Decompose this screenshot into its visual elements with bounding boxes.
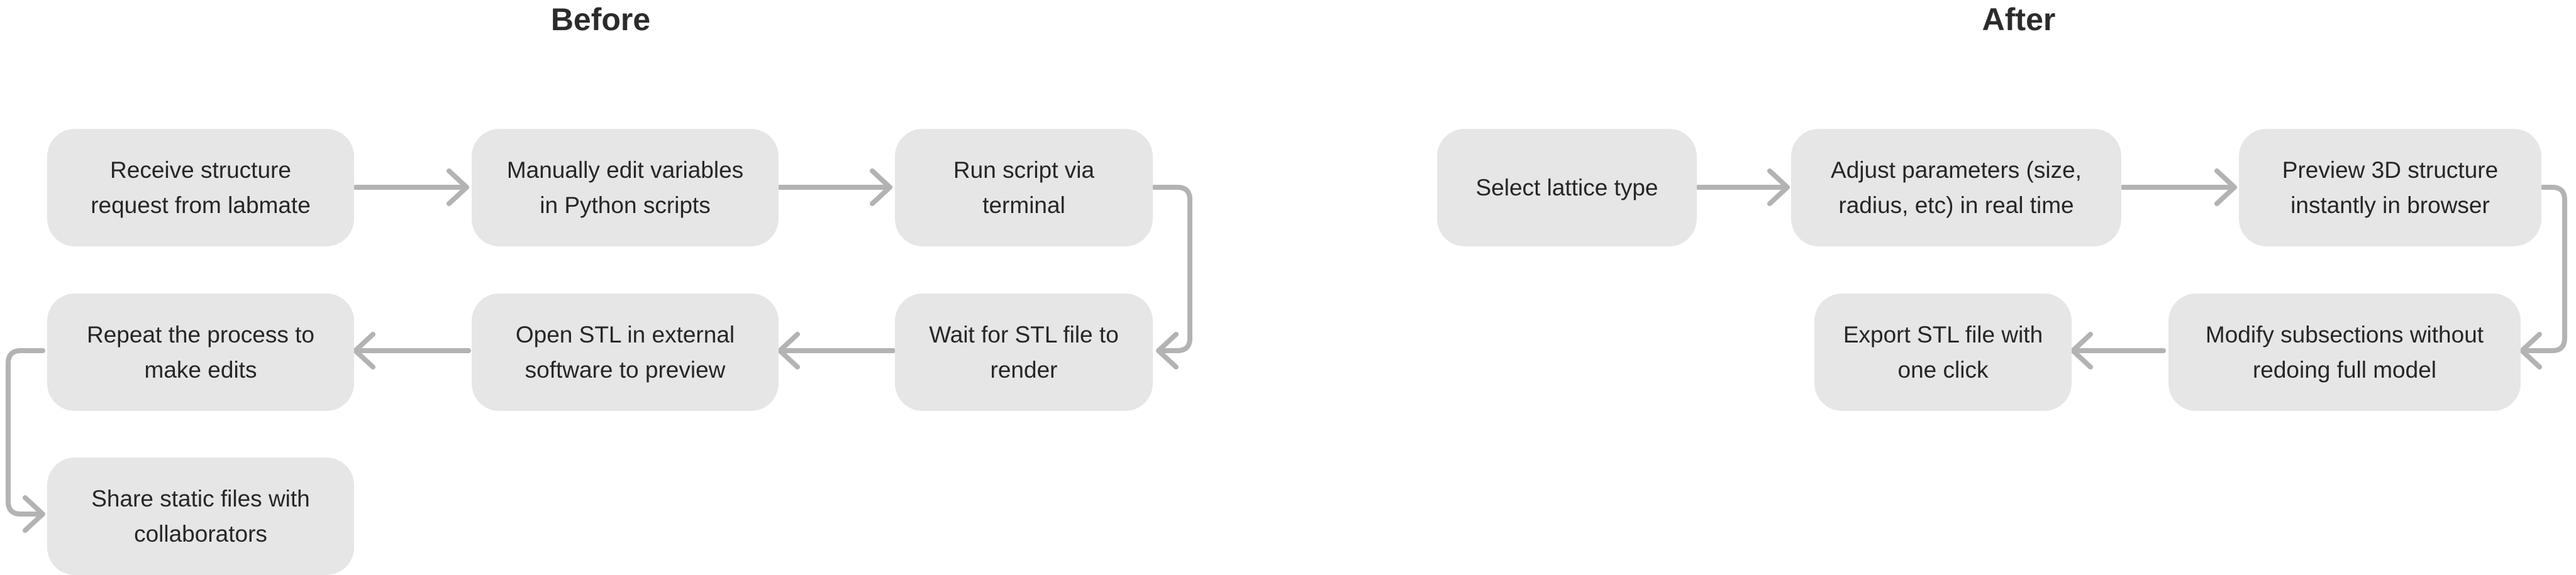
after-step-label: Preview 3D structure instantly in browse… — [2282, 156, 2499, 218]
after-step-label: Adjust parameters (size, radius, etc) in… — [1831, 156, 2082, 218]
after-title: After — [1982, 2, 2056, 37]
arrow-before-2-to-3 — [777, 168, 892, 206]
after-step-label: Export STL file with one click — [1843, 321, 2043, 383]
arrow-after-4-to-5 — [2070, 332, 2166, 370]
arrow-before-4-to-5 — [777, 332, 896, 370]
after-step-label: Select lattice type — [1475, 174, 1658, 200]
before-step-label: Repeat the process to make edits — [87, 321, 314, 383]
before-step-label: Share static files with collaborators — [91, 485, 310, 547]
before-step-share-files: Share static files with collaborators — [47, 457, 354, 575]
before-step-edit-variables: Manually edit variables in Python script… — [472, 129, 779, 246]
after-step-select-lattice: Select lattice type — [1437, 129, 1697, 246]
before-step-label: Open STL in external software to preview — [515, 321, 735, 383]
before-title: Before — [550, 2, 651, 37]
arrow-before-3-to-4 — [1152, 185, 1192, 370]
before-step-label: Manually edit variables in Python script… — [506, 156, 744, 218]
before-step-label: Run script via terminal — [953, 156, 1095, 218]
after-step-adjust-parameters: Adjust parameters (size, radius, etc) in… — [1791, 129, 2121, 246]
after-step-export-stl: Export STL file with one click — [1814, 293, 2072, 411]
after-step-preview-3d: Preview 3D structure instantly in browse… — [2239, 129, 2541, 246]
before-step-run-script: Run script via terminal — [895, 129, 1153, 246]
before-step-repeat-edits: Repeat the process to make edits — [47, 293, 354, 411]
arrow-before-6-to-7 — [6, 348, 45, 533]
before-step-receive-request: Receive structure request from labmate — [47, 129, 354, 246]
before-step-wait-render: Wait for STL file to render — [895, 293, 1153, 411]
before-step-label: Wait for STL file to render — [929, 321, 1119, 383]
before-step-label: Receive structure request from labmate — [91, 156, 311, 218]
after-step-label: Modify subsections without redoing full … — [2205, 321, 2484, 383]
arrow-before-1-to-2 — [353, 168, 469, 206]
before-step-open-preview: Open STL in external software to preview — [472, 293, 779, 411]
arrow-after-2-to-3 — [2120, 168, 2237, 206]
arrow-before-5-to-6 — [353, 332, 471, 370]
after-step-modify-subsections: Modify subsections without redoing full … — [2168, 293, 2521, 411]
arrow-after-1-to-2 — [1696, 168, 1790, 206]
